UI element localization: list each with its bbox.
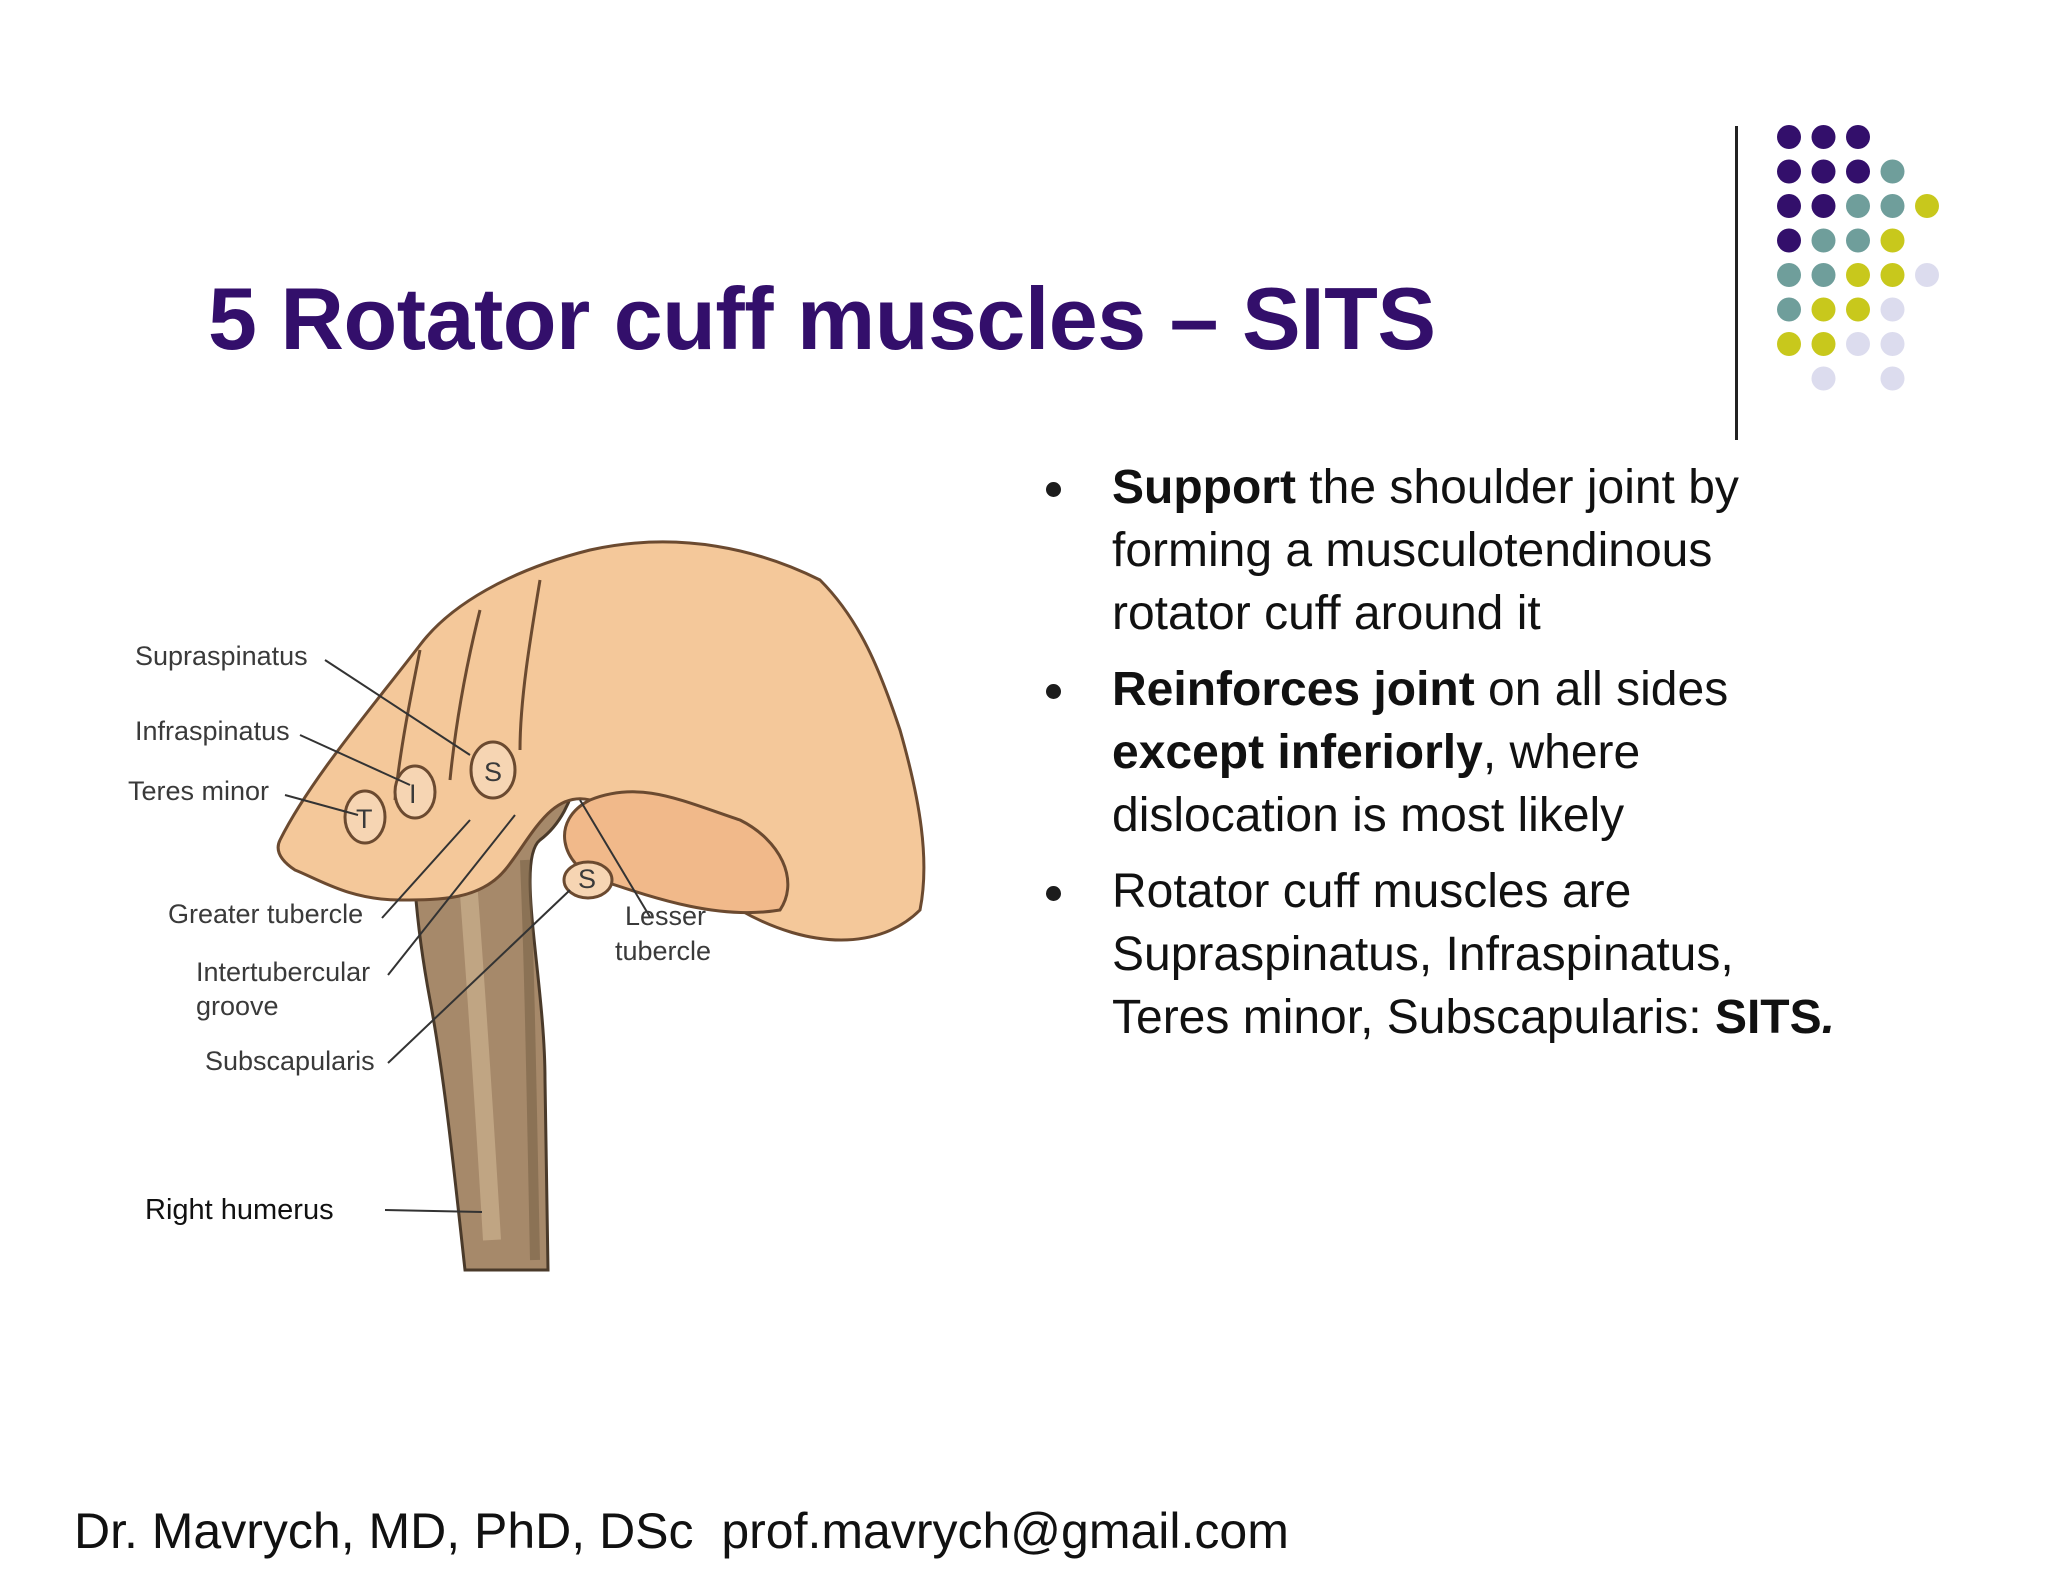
bullet-bold: Reinforces joint xyxy=(1112,663,1475,716)
label-right-humerus: Right humerus xyxy=(145,1194,334,1226)
bullet-bold: except inferiorly xyxy=(1112,726,1483,779)
decorative-dot xyxy=(1915,263,1939,287)
humerus-shadow xyxy=(520,859,540,1261)
decorative-dot xyxy=(1777,194,1801,218)
finger-crease-3 xyxy=(518,579,542,751)
decorative-dot xyxy=(1846,125,1870,149)
bullet-bold: Support xyxy=(1112,461,1296,514)
decorative-dot xyxy=(1846,263,1870,287)
decorative-dot xyxy=(1846,159,1870,184)
decorative-dot xyxy=(1811,194,1836,218)
decorative-dot xyxy=(1880,297,1905,322)
decorative-dot xyxy=(1777,159,1801,184)
label-greater-tubercle: Greater tubercle xyxy=(168,899,363,929)
finger-letter-s: S xyxy=(484,757,502,787)
bullet-text: on all sides xyxy=(1474,663,1729,716)
decorative-dot xyxy=(1880,228,1905,253)
decorative-dot-grid xyxy=(1777,125,1939,391)
decorative-dot xyxy=(1880,366,1905,391)
bullet-bold: SITS xyxy=(1714,991,1822,1044)
decorative-dot xyxy=(1880,263,1905,287)
decorative-dot xyxy=(1811,297,1836,322)
vertical-divider xyxy=(1735,126,1738,440)
decorative-dot xyxy=(1880,332,1905,356)
fingertip-s xyxy=(469,740,517,800)
decorative-dot xyxy=(1777,263,1801,287)
decorative-dot xyxy=(1777,297,1801,322)
fingertip-s2 xyxy=(562,860,614,900)
footer-credit: Dr. Mavrych, MD, PhD, DSc prof.mavrych@g… xyxy=(74,1503,1289,1559)
bullet-text: the shoulder joint by forming a musculot… xyxy=(1112,461,1739,640)
slide-title: 5 Rotator cuff muscles – SITS xyxy=(208,269,1436,368)
decorative-dot xyxy=(1846,228,1870,253)
decorative-dot xyxy=(1811,263,1836,287)
label-groove: groove xyxy=(196,991,279,1021)
finger-letter-t: T xyxy=(356,804,373,834)
thumb xyxy=(563,790,790,915)
label-intertubercular: Intertubercular xyxy=(196,957,370,987)
decorative-dot xyxy=(1846,297,1870,322)
decorative-dot xyxy=(1880,159,1905,184)
bullet-icon xyxy=(1046,886,1061,901)
decorative-dot xyxy=(1811,366,1836,391)
decorative-dot xyxy=(1777,125,1801,149)
decorative-dot xyxy=(1811,125,1836,149)
decorative-dot xyxy=(1811,228,1836,253)
decorative-dot xyxy=(1811,159,1836,184)
bullet-item: Support the shoulder joint by forming a … xyxy=(1040,456,1860,645)
decorative-dot xyxy=(1846,194,1870,218)
label-subscapularis: Subscapularis xyxy=(205,1046,375,1076)
finger-letter-s2: S xyxy=(578,864,596,894)
decorative-dot xyxy=(1915,194,1939,218)
label-lesser: Lesser xyxy=(625,901,706,931)
label-supraspinatus: Supraspinatus xyxy=(135,641,308,671)
label-infraspinatus: Infraspinatus xyxy=(135,716,290,746)
bullet-icon xyxy=(1046,684,1061,699)
decorative-dot xyxy=(1880,194,1905,218)
decorative-dot xyxy=(1811,332,1836,356)
bullet-item: Rotator cuff muscles are Supraspinatus, … xyxy=(1040,860,1860,1049)
decorative-dot xyxy=(1777,332,1801,356)
bullet-list: Support the shoulder joint by forming a … xyxy=(1040,456,1860,1062)
fingertip-t xyxy=(343,789,387,845)
decorative-dot xyxy=(1777,228,1801,253)
label-tubercle: tubercle xyxy=(615,936,711,966)
decorative-dot xyxy=(1846,332,1870,356)
bullet-item: Reinforces joint on all sides except inf… xyxy=(1040,658,1860,847)
label-teres-minor: Teres minor xyxy=(128,776,269,806)
fingertip-i xyxy=(393,764,437,820)
finger-letter-i: I xyxy=(409,779,417,809)
finger-crease-2 xyxy=(448,609,482,781)
bullet-text: , where dislocation is most likely xyxy=(1112,726,1641,842)
bullet-icon xyxy=(1046,482,1061,497)
bullet-emphasis: . xyxy=(1821,991,1835,1044)
rotator-cuff-illustration: T I S S Supraspinatus Infraspinatus Tere… xyxy=(128,540,926,1272)
bullet-text: Rotator cuff muscles are Supraspinatus, … xyxy=(1112,865,1734,1044)
